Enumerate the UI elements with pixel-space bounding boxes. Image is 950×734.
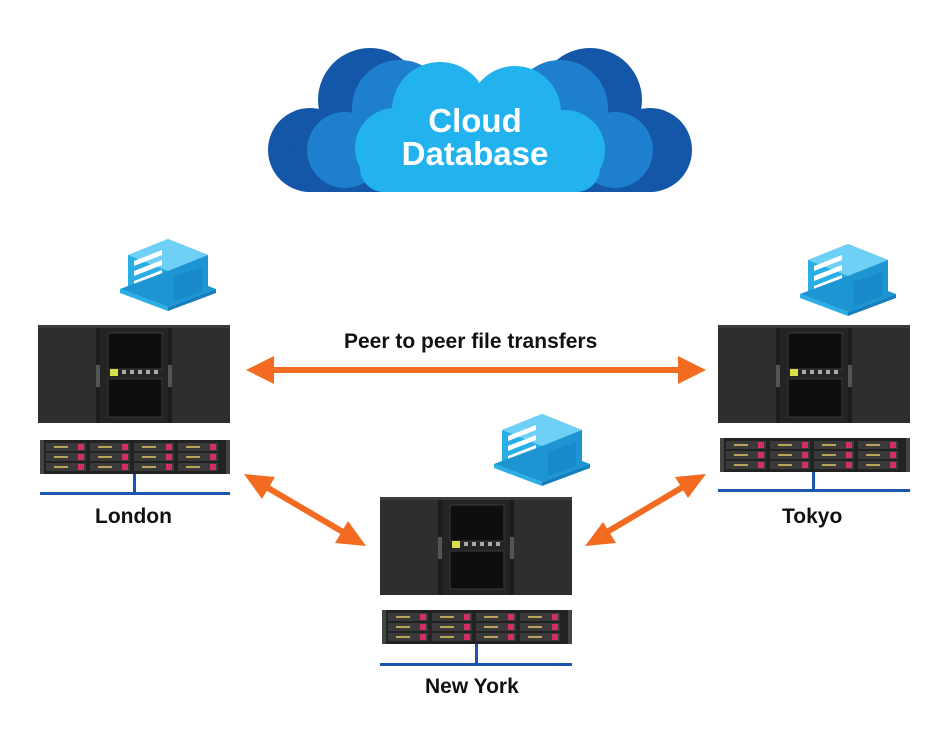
site-label-tokyo: Tokyo <box>782 505 843 528</box>
transfer-arrow-london-new-york <box>244 474 366 546</box>
cloud-label-line2: Database <box>401 135 549 172</box>
transfer-arrow-tokyo-new-york <box>585 474 706 546</box>
site-label-new-york: New York <box>425 675 519 698</box>
cloud-label: Cloud Database <box>390 104 560 170</box>
peer-transfer-label: Peer to peer file transfers <box>344 330 598 353</box>
network-line-tokyo <box>718 472 910 492</box>
site-label-london: London <box>95 505 172 528</box>
building-icon <box>800 244 896 316</box>
network-line-new-york <box>380 644 572 666</box>
disk-array-icon <box>40 440 230 474</box>
building-icon <box>120 239 216 311</box>
cloud-label-line1: Cloud <box>428 102 522 139</box>
disk-array-icon <box>720 438 910 472</box>
building-icon <box>494 414 590 486</box>
cloud-icon <box>268 48 692 192</box>
tape-library-icon <box>717 324 911 424</box>
disk-array-icon <box>382 610 572 644</box>
network-line-london <box>40 474 230 495</box>
transfer-arrow-london-tokyo <box>246 356 706 384</box>
tape-library-icon <box>379 496 573 596</box>
tape-library-icon <box>37 324 231 424</box>
